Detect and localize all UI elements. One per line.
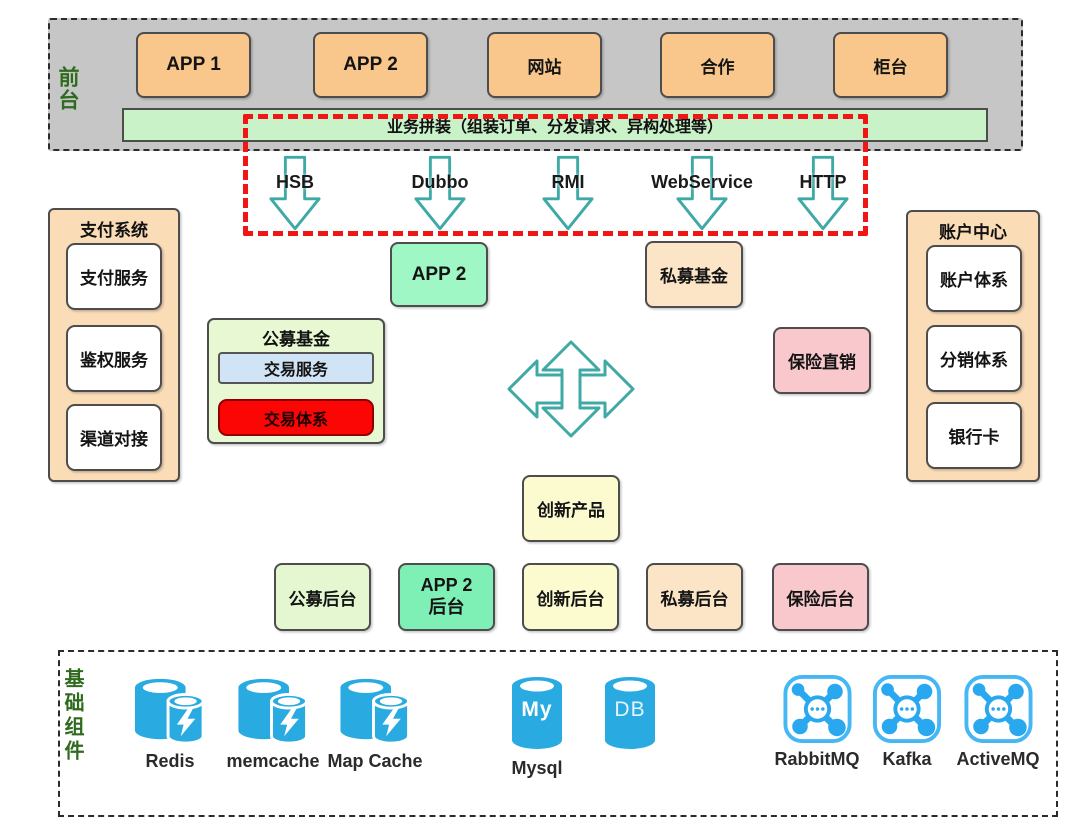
auth-service-box: 鉴权服务: [66, 325, 162, 392]
counter-box: 柜台: [833, 32, 948, 98]
down-arrow-icon: [269, 155, 321, 231]
activemq-item: ActiveMQ: [956, 674, 1040, 770]
partner-box: 合作: [660, 32, 775, 98]
distribution-system-box: 分销体系: [926, 325, 1022, 392]
mysql-item: My Mysql: [508, 674, 566, 779]
protocol-label-http: HTTP: [799, 172, 847, 192]
memcache-label: memcache: [226, 751, 320, 771]
kafka-item: Kafka: [871, 674, 943, 770]
cache-db-icon: [236, 677, 308, 745]
business-assembly-bar: 业务拼装（组装订单、分发请求、异构处理等）: [122, 108, 988, 142]
down-arrow-icon: [676, 155, 728, 231]
db-icon-text: DB: [614, 698, 646, 721]
app2-backend-box: APP 2 后台: [398, 563, 495, 631]
mysql-label: Mysql: [511, 758, 563, 778]
website-box: 网站: [487, 32, 602, 98]
kafka-label: Kafka: [882, 749, 932, 769]
rabbitmq-label: RabbitMQ: [774, 749, 860, 769]
insurance-direct-box: 保险直销: [773, 327, 871, 394]
activemq-label: ActiveMQ: [956, 749, 1040, 769]
message-queue-icon: [962, 674, 1034, 744]
app1-box: APP 1: [136, 32, 251, 98]
account-center-title: 账户中心: [939, 223, 1007, 242]
mysql-icon-text: My: [521, 698, 553, 721]
protocol-label-dubbo: Dubbo: [411, 172, 469, 192]
message-queue-icon: [781, 674, 853, 744]
map-cache-label: Map Cache: [327, 751, 423, 771]
message-queue-icon: [871, 674, 943, 744]
innovation-product-box: 创新产品: [522, 475, 620, 542]
public-fund-backend-box: 公募后台: [274, 563, 371, 631]
rabbitmq-item: RabbitMQ: [775, 674, 860, 770]
insurance-backend-box: 保险后台: [772, 563, 869, 631]
trade-system-box: 交易体系: [218, 399, 374, 436]
payment-system-title: 支付系统: [80, 221, 148, 240]
trade-service-box: 交易服务: [218, 352, 374, 384]
app2-service-box: APP 2: [390, 242, 488, 307]
down-arrow-icon: [797, 155, 849, 231]
bank-card-box: 银行卡: [926, 402, 1022, 469]
app2-front-box: APP 2: [313, 32, 428, 98]
cache-db-icon: [133, 677, 205, 745]
innovation-backend-box: 创新后台: [522, 563, 619, 631]
private-fund-backend-box: 私募后台: [646, 563, 743, 631]
memcache-item: memcache: [226, 674, 320, 772]
protocol-label-hsb: HSB: [275, 172, 315, 192]
protocol-label-webservice: WebService: [651, 172, 753, 192]
payment-service-box: 支付服务: [66, 243, 162, 310]
cache-db-icon: [338, 677, 410, 745]
infrastructure-label: 基础组件: [61, 668, 83, 764]
protocol-label-rmi: RMI: [551, 172, 585, 192]
redis-label: Redis: [145, 751, 195, 771]
db-item: DB: [601, 674, 659, 758]
map-cache-item: Map Cache: [327, 674, 423, 772]
front-stage-label: 前台: [56, 66, 79, 112]
quad-direction-arrow-icon: [507, 340, 635, 438]
channel-connect-box: 渠道对接: [66, 404, 162, 471]
public-fund-title: 公募基金: [262, 330, 330, 349]
private-fund-box: 私募基金: [645, 241, 743, 308]
account-system-box: 账户体系: [926, 245, 1022, 312]
redis-item: Redis: [128, 674, 212, 772]
down-arrow-icon: [542, 155, 594, 231]
down-arrow-icon: [414, 155, 466, 231]
